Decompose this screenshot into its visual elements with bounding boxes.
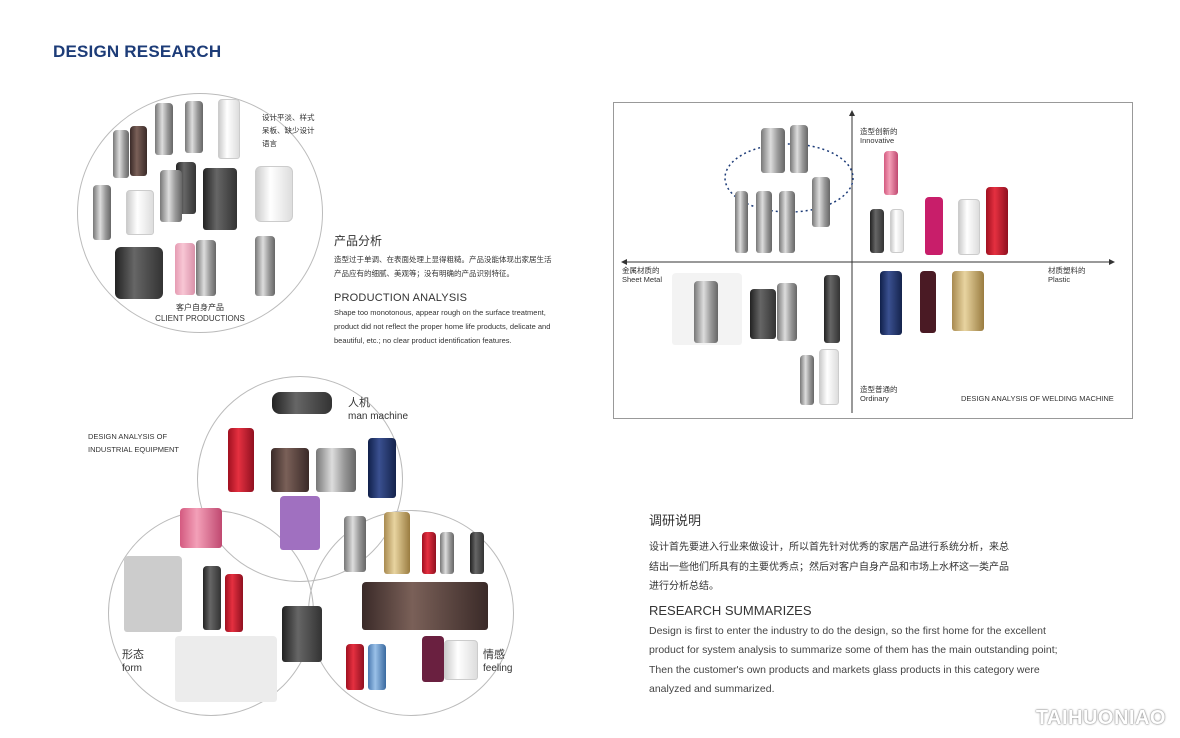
summary-text-en: product for system analysis to summarize… [649,644,1058,656]
venn-side-label: INDUSTRIAL EQUIPMENT [88,445,179,454]
positioning-axes [621,110,1115,413]
summary-text-en: analyzed and summarized. [649,683,775,695]
axis-label-top-cn: 造型创新的 [860,127,898,136]
summary-title-en: RESEARCH SUMMARIZES [649,602,812,618]
client-note-line: 语言 [262,139,277,148]
client-label-cn: 客户自身产品 [176,303,224,312]
summary-text-en: Design is first to enter the industry to… [649,624,1046,637]
product-analysis-text-en: beautiful, etc.; no clear product identi… [334,336,512,345]
client-note-line: 呆板、缺少设计 [262,126,315,135]
summary-text-cn: 结出一些他们所具有的主要优秀点；然后对客户自身产品和市场上水杯这一类产品 [649,561,1009,573]
product-analysis-text-cn: 造型过于单调、在表面处理上显得粗糙。产品没能体现出家居生活 [334,255,552,264]
venn-label-feel-cn: 情感 [483,649,505,661]
axis-label-bottom-en: Ordinary [860,394,889,403]
venn-label-feel-en: feeling [483,663,513,674]
summary-text-cn: 进行分析总结。 [649,581,719,592]
chart-caption: DESIGN ANALYSIS OF WELDING MACHINE [961,394,1114,403]
summary-text-en: Then the customer's own products and mar… [649,663,1040,676]
venn-label-form-en: form [122,663,142,674]
axis-label-left-cn: 金属材质的 [622,266,660,275]
product-analysis-text-en: Shape too monotonous, appear rough on th… [334,308,546,317]
venn-label-man-en: man machine [348,411,409,422]
product-analysis-text-en: product did not reflect the proper home … [334,322,551,331]
product-analysis-text-cn: 产品应有的细腻、美观等；没有明确的产品识别特征。 [334,269,514,278]
client-note-line: 设计平淡、样式 [262,113,315,122]
watermark: TAIHUONIAO [1035,707,1166,729]
page-title: DESIGN RESEARCH [53,42,222,61]
product-analysis-title-en: PRODUCTION ANALYSIS [334,292,468,304]
axis-label-bottom-cn: 造型普通的 [860,385,898,394]
venn-label-form-cn: 形态 [122,649,144,661]
axis-label-left-en: Sheet Metal [622,275,663,284]
axis-label-right-cn: 材质塑料的 [1048,266,1086,275]
product-analysis-title-cn: 产品分析 [334,234,383,248]
summary-title-cn: 调研说明 [649,513,702,528]
client-products-circle [77,93,323,333]
venn-label-man-cn: 人机 [348,397,370,409]
client-label-en: CLIENT PRODUCTIONS [155,314,245,323]
summary-text-cn: 设计首先要进入行业来做设计，所以首先针对优秀的家居产品进行系统分析，来总 [649,542,1009,553]
venn-side-label: DESIGN ANALYSIS OF [88,432,168,441]
axis-label-top-en: Innovative [860,136,895,145]
axis-label-right-en: Plastic [1048,275,1071,284]
